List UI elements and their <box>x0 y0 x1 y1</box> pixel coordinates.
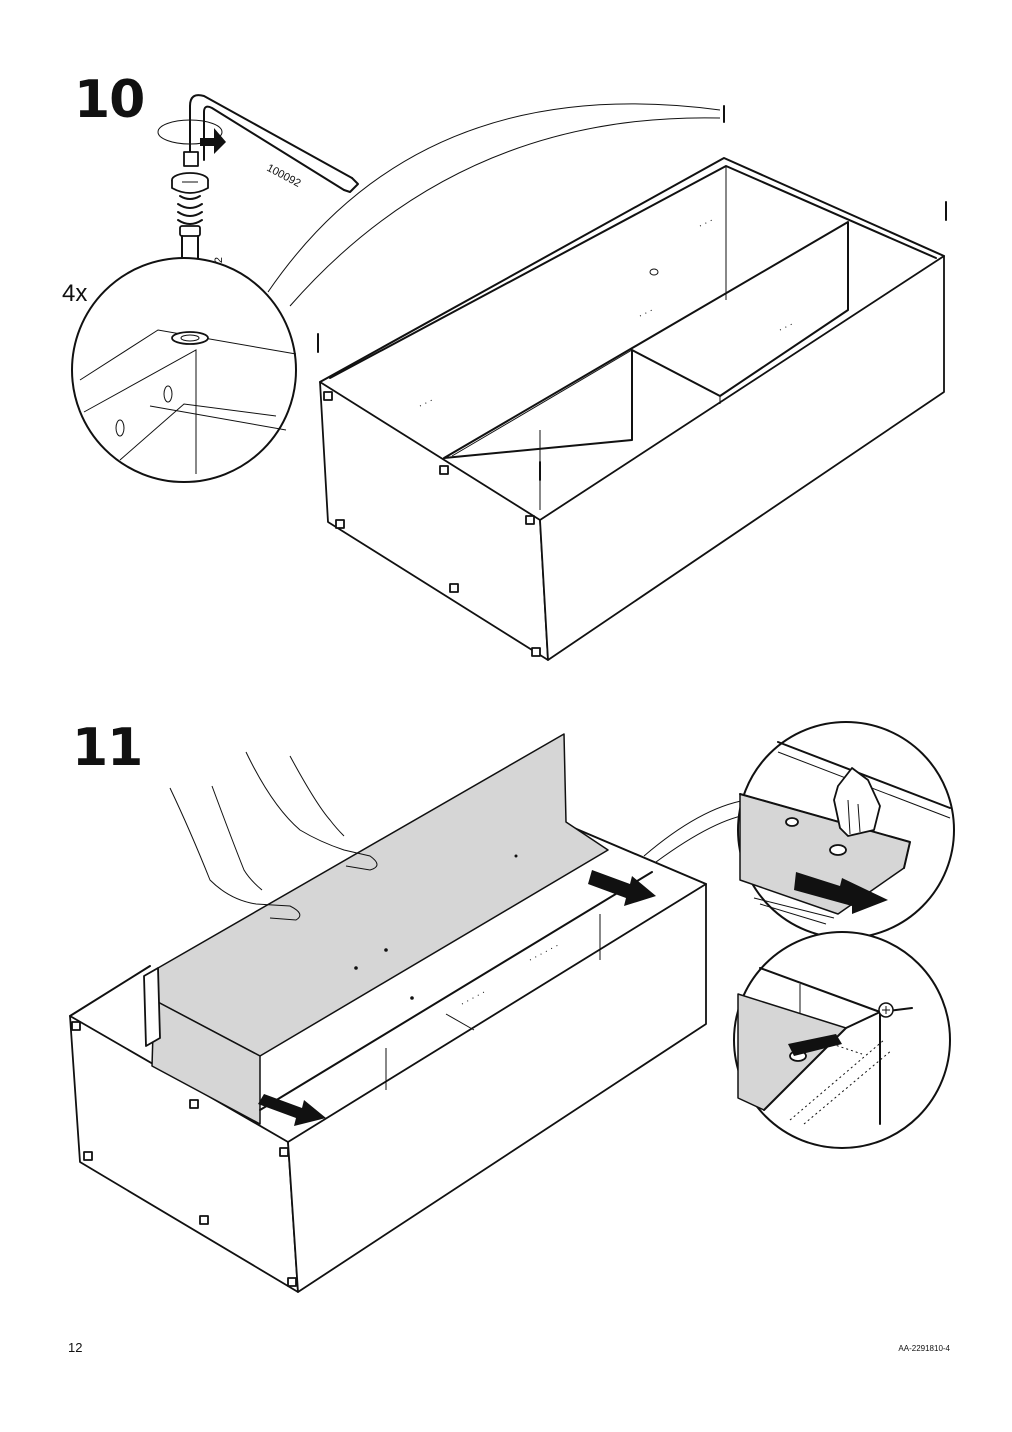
hands-icon <box>169 751 378 921</box>
allen-key-code: 100092 <box>265 162 303 190</box>
step-11-illustration <box>69 721 955 1293</box>
document-id: AA-2291810-4 <box>898 1344 950 1353</box>
step-10-illustration: 100092 10077982 <box>71 94 947 661</box>
allen-key-icon <box>157 94 359 193</box>
detail-magnifier-icon <box>737 721 955 939</box>
step-11-number: 11 <box>72 718 143 778</box>
push-arrow-icon <box>258 870 656 1126</box>
page-number: 12 <box>68 1340 83 1355</box>
cabinet-frame-step-11 <box>69 733 707 1293</box>
cabinet-frame-step-10 <box>317 105 947 661</box>
detail-magnifier-icon <box>733 931 951 1149</box>
detail-magnifier-icon <box>71 257 297 483</box>
pointing-finger-icon <box>833 767 881 837</box>
step-10-number: 10 <box>74 70 145 130</box>
step-10-quantity: 4x <box>62 280 88 307</box>
